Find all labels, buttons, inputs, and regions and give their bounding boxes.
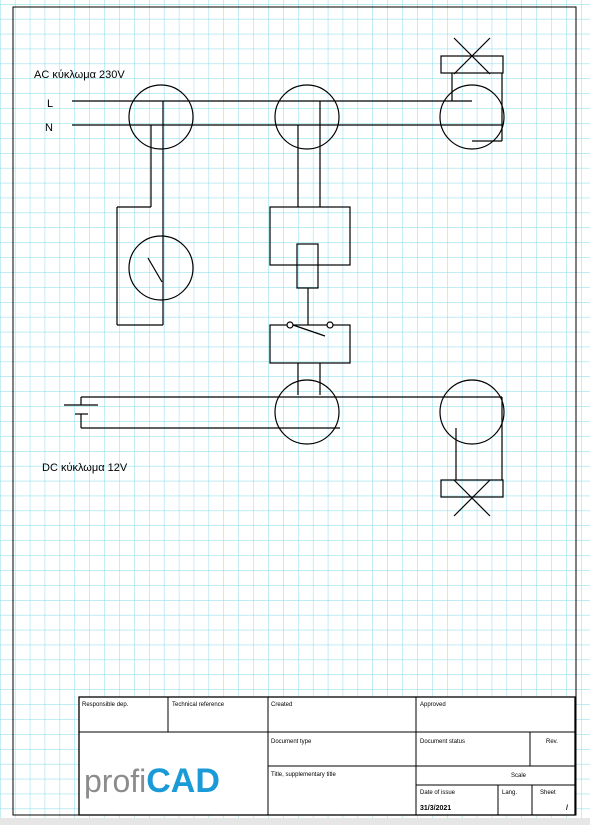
circuit-wiring	[64, 37, 505, 517]
language-label: Lang.	[502, 790, 517, 796]
responsible-dep-label: Responsible dep.	[82, 702, 129, 708]
svg-text:profiCAD: profiCAD	[84, 762, 220, 800]
sheet-value: /	[566, 805, 568, 812]
approved-label: Approved	[420, 702, 446, 708]
title-block: Responsible dep. Technical reference Cre…	[78, 696, 576, 816]
proficad-logo: profiCAD	[84, 762, 220, 800]
phase-label: L	[47, 98, 53, 110]
dc-circuit-label: DC κύκλωμα 12V	[42, 462, 128, 474]
rev-label: Rev.	[546, 739, 558, 745]
scale-label: Scale	[511, 773, 527, 779]
window-bottom-bar	[0, 818, 590, 825]
ac-lamp-symbol	[440, 37, 504, 75]
sheet-label: Sheet	[540, 790, 556, 796]
date-of-issue-label: Date of issue	[420, 790, 456, 796]
ac-circuit-label: AC κύκλωμα 230V	[34, 69, 125, 81]
dc-junction-2	[439, 379, 505, 445]
dc-lamp-symbol	[440, 479, 504, 517]
document-type-label: Document type	[271, 739, 312, 745]
dc-junction-1	[274, 379, 340, 445]
title-label: Title, supplementary title	[271, 772, 336, 778]
date-value: 31/3/2021	[420, 805, 451, 812]
technical-reference-label: Technical reference	[172, 702, 225, 708]
ac-junction-2	[274, 84, 340, 150]
neutral-label: N	[45, 122, 53, 134]
ac-junction-1	[128, 84, 194, 150]
created-label: Created	[271, 702, 292, 708]
relay-contact	[269, 321, 351, 364]
ac-junction-3	[439, 84, 505, 150]
ac-switch-symbol	[128, 235, 194, 301]
document-status-label: Document status	[420, 739, 465, 745]
